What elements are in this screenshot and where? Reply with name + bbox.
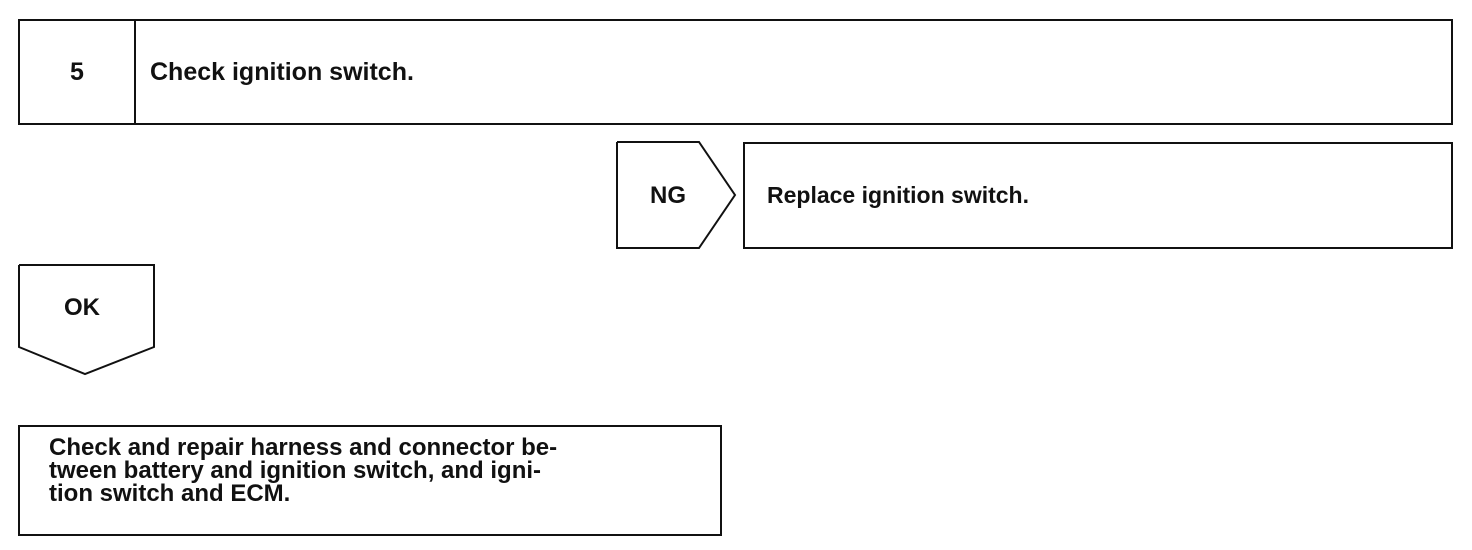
ng-label: NG bbox=[650, 182, 686, 209]
ok-arrow-shape bbox=[18, 264, 155, 376]
ng-action-text: Replace ignition switch. bbox=[767, 182, 1029, 208]
step-header-box: 5 Check ignition switch. bbox=[18, 19, 1453, 125]
final-action-line-1: Check and repair harness and connector b… bbox=[49, 434, 558, 461]
step-number: 5 bbox=[20, 21, 136, 123]
final-action-box: Check and repair harness and connector b… bbox=[18, 425, 722, 536]
ok-label: OK bbox=[64, 294, 100, 321]
step-title: Check ignition switch. bbox=[150, 57, 414, 86]
final-action-line-3: tion switch and ECM. bbox=[49, 480, 291, 507]
ng-arrow-shape bbox=[616, 141, 737, 249]
final-action-line-2: tween battery and ignition switch, and i… bbox=[49, 457, 542, 484]
ng-action-box: Replace ignition switch. bbox=[743, 142, 1453, 249]
